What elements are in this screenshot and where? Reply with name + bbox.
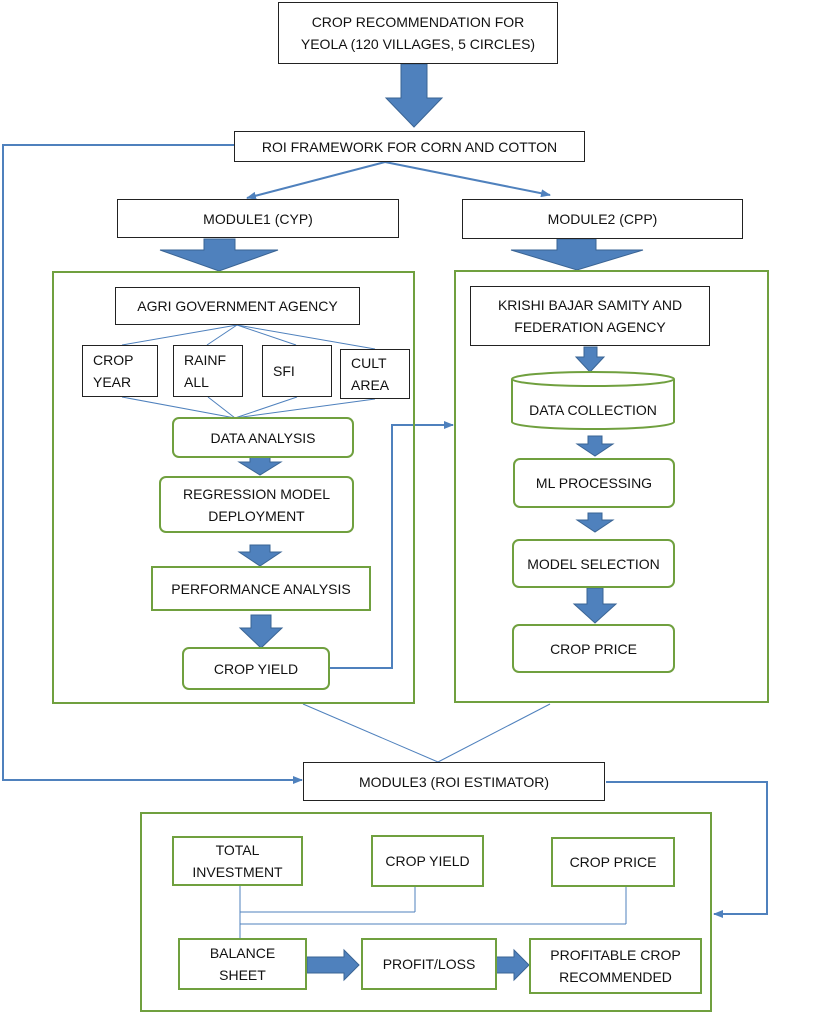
title-box: CROP RECOMMENDATION FOR YEOLA (120 VILLA… [278, 2, 558, 64]
input-crop-year-text: CROP YEAR [93, 352, 134, 390]
total-investment-box: TOTAL INVESTMENT [172, 836, 303, 886]
block-arrow-m2-2 [575, 435, 615, 457]
input-rainfall: RAINF ALL [173, 345, 243, 397]
framework-text: ROI FRAMEWORK FOR CORN AND COTTON [261, 138, 558, 155]
framework-box: ROI FRAMEWORK FOR CORN AND COTTON [234, 131, 585, 162]
data-collection-cylinder [511, 371, 675, 430]
module1-box: MODULE1 (CYP) [117, 199, 399, 238]
ml-processing-box: ML PROCESSING [513, 458, 675, 508]
block-arrow-m2-1 [574, 346, 606, 373]
connector-framework-to-module3 [2, 144, 303, 784]
model-selection-text: MODEL SELECTION [527, 555, 660, 572]
input-cult-area-text: CULT AREA [351, 355, 390, 393]
input-rainfall-text: RAINF ALL [184, 352, 226, 390]
regression-box: REGRESSION MODEL DEPLOYMENT [159, 476, 354, 533]
estimator-crop-yield-box: CROP YIELD [371, 835, 484, 887]
profit-loss-text: PROFIT/LOSS [382, 956, 476, 972]
profitable-crop-text: PROFITABLE CROP RECOMMENDED [550, 947, 681, 985]
input-sfi-text: SFI [273, 363, 295, 379]
arrow-framework-to-module1 [246, 161, 386, 200]
input-crop-year: CROP YEAR [82, 345, 158, 397]
data-analysis-box: DATA ANALYSIS [172, 417, 354, 458]
connector-module1-to-module3 [302, 703, 439, 763]
block-arrow-m2-4 [572, 587, 618, 624]
arrow-framework-to-module2 [384, 161, 551, 198]
input-sfi: SFI [262, 345, 332, 397]
regression-text: REGRESSION MODEL DEPLOYMENT [182, 485, 331, 524]
block-arrow-m2-3 [575, 512, 615, 533]
module2-box: MODULE2 (CPP) [462, 199, 743, 239]
performance-analysis-text: PERFORMANCE ANALYSIS [171, 580, 351, 597]
block-arrow-step2 [237, 544, 283, 567]
ml-processing-text: ML PROCESSING [535, 475, 653, 491]
estimator-crop-price-box: CROP PRICE [551, 837, 675, 887]
crop-yield-output-box: CROP YIELD [182, 647, 330, 690]
module2-label: MODULE2 (CPP) [547, 211, 658, 227]
connector-module3-to-estimator [606, 781, 768, 918]
estimator-frame [140, 812, 712, 1012]
module1-label: MODULE1 (CYP) [203, 210, 313, 227]
total-investment-text: TOTAL INVESTMENT [192, 842, 283, 880]
agency-to-inputs-lines [121, 324, 376, 419]
block-arrow-module2 [510, 238, 644, 271]
estimator-crop-yield-text: CROP YIELD [385, 853, 470, 869]
performance-analysis-box: PERFORMANCE ANALYSIS [151, 566, 371, 611]
crop-price-output-box: CROP PRICE [512, 624, 675, 673]
agri-agency-box: AGRI GOVERNMENT AGENCY [115, 287, 360, 325]
block-arrow-balance-to-profit [306, 948, 360, 982]
block-arrow-step3 [238, 614, 284, 649]
krishi-agency-text: KRISHI BAJAR SAMITY AND FEDERATION AGENC… [497, 297, 683, 335]
title-text: CROP RECOMMENDATION FOR YEOLA (120 VILLA… [300, 14, 536, 52]
estimator-input-lines [239, 886, 627, 938]
connector-module2-to-module3 [437, 703, 551, 763]
balance-sheet-text: BALANCE SHEET [209, 945, 276, 983]
data-analysis-text: DATA ANALYSIS [210, 429, 316, 446]
connector-crop-yield-to-module2 [330, 421, 454, 669]
module3-label: MODULE3 (ROI ESTIMATOR) [358, 773, 550, 790]
block-arrow-title-to-framework [384, 63, 444, 128]
crop-price-output-text: CROP PRICE [550, 640, 637, 657]
krishi-agency-box: KRISHI BAJAR SAMITY AND FEDERATION AGENC… [470, 286, 710, 346]
model-selection-box: MODEL SELECTION [512, 539, 675, 588]
module1-frame [52, 271, 415, 704]
input-cult-area: CULT AREA [340, 349, 410, 399]
block-arrow-module1 [159, 238, 279, 272]
crop-yield-output-text: CROP YIELD [213, 660, 299, 677]
module2-frame [454, 270, 769, 703]
balance-sheet-box: BALANCE SHEET [178, 938, 307, 990]
profitable-crop-box: PROFITABLE CROP RECOMMENDED [529, 938, 702, 994]
agri-agency-text: AGRI GOVERNMENT AGENCY [137, 298, 338, 314]
data-collection-label-box: DATA COLLECTION [512, 392, 674, 427]
module3-box: MODULE3 (ROI ESTIMATOR) [303, 762, 605, 801]
block-arrow-profit-to-recommend [495, 948, 530, 982]
data-collection-text: DATA COLLECTION [529, 401, 657, 418]
estimator-crop-price-text: CROP PRICE [569, 854, 657, 870]
profit-loss-box: PROFIT/LOSS [361, 938, 497, 990]
